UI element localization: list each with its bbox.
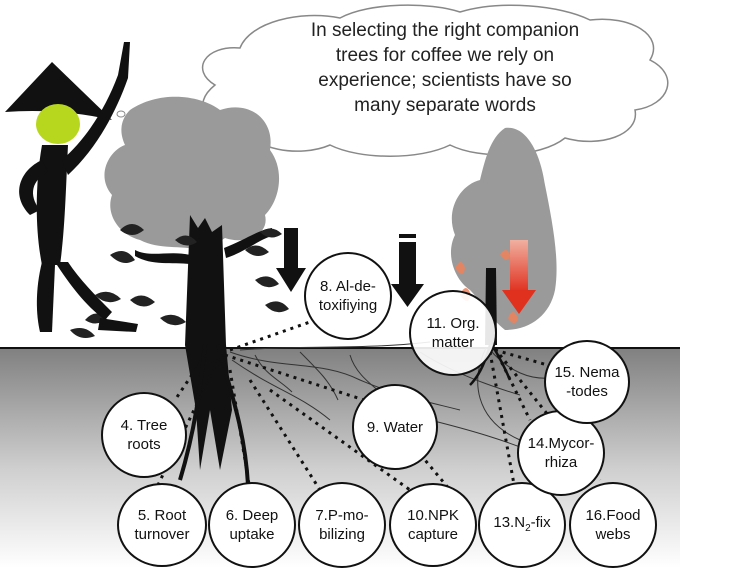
farmer-figure — [5, 42, 138, 332]
node-al-detoxifying-line2: toxifiying — [318, 297, 378, 314]
node-p-mobilizing: 7.P-mo-bilizing — [298, 482, 386, 568]
node-npk-capture-line2: capture — [407, 526, 459, 543]
node-tree-roots-line2: roots — [127, 436, 161, 453]
tree-branch-right — [224, 228, 272, 258]
node-npk-capture-line1: 10.NPK — [407, 507, 459, 524]
node-deep-uptake-line2: uptake — [229, 526, 275, 543]
node-food-webs-line1: 16.Food — [585, 507, 641, 524]
thought-cloud — [202, 4, 669, 157]
node-p-mobilizing-line1: 7.P-mo- — [315, 507, 369, 524]
node-al-detoxifying-line1: 8. Al-de- — [320, 278, 376, 295]
tree-branch-left — [135, 250, 190, 264]
node-n2-fix: 13.N2-fix — [478, 482, 566, 568]
node-nematodes-line2: -todes — [566, 383, 608, 400]
node-food-webs-line2: webs — [595, 526, 631, 543]
node-mycorrhiza: 14.Mycor-rhiza — [517, 410, 605, 496]
node-root-turnover-line1: 5. Root — [137, 507, 187, 524]
node-mycorrhiza-line2: rhiza — [544, 454, 578, 471]
farmer-leg-left — [36, 262, 55, 332]
farmer-hat — [5, 62, 112, 120]
farmer-foot — [98, 318, 138, 332]
rain-arrows — [276, 228, 536, 314]
node-tree-roots: 4. Tree roots — [101, 392, 187, 478]
tree-canopy-right — [450, 127, 557, 330]
node-water: 9. Water — [352, 384, 438, 470]
tree-canopy-left — [104, 96, 280, 250]
node-n2-fix-suffix: -fix — [530, 513, 551, 531]
node-n2-fix-prefix: 13.N — [493, 513, 526, 531]
farmer-arm-hip — [19, 160, 48, 215]
farmer-body — [36, 145, 68, 265]
node-root-turnover-line2: turnover — [134, 526, 190, 543]
thought-line-4: many separate words — [354, 95, 536, 116]
node-deep-uptake-line1: 6. Deep — [225, 507, 279, 524]
node-nematodes: 15. Nema -todes — [544, 340, 630, 424]
node-npk-capture: 10.NPK capture — [389, 483, 477, 567]
thought-bubble-text: In selecting the right companion trees f… — [255, 18, 635, 118]
node-n2-fix-subscript: 2 — [525, 522, 531, 534]
node-organic-matter-line2: matter — [431, 334, 475, 351]
thought-line-2: trees for coffee we rely on — [335, 45, 555, 66]
farmer-face — [36, 104, 80, 144]
node-organic-matter-line1: 11. Org. — [426, 315, 480, 332]
node-p-mobilizing-line2: bilizing — [319, 526, 365, 543]
farmer-arm-raised — [62, 42, 130, 175]
node-tree-roots-line1: 4. Tree — [120, 417, 168, 434]
node-n2-fix-label: 13.N2-fix — [493, 513, 550, 538]
thought-dot-small — [116, 110, 126, 118]
node-nematodes-line1: 15. Nema — [554, 364, 620, 381]
node-organic-matter: 11. Org. matter — [409, 290, 497, 376]
node-deep-uptake: 6. Deep uptake — [208, 482, 296, 568]
node-water-line1: 9. Water — [366, 418, 424, 436]
thought-line-1: In selecting the right companion — [310, 20, 580, 41]
node-food-webs: 16.Food webs — [569, 482, 657, 568]
farmer-leg-right — [55, 262, 112, 320]
node-mycorrhiza-line1: 14.Mycor- — [527, 435, 595, 452]
node-root-turnover: 5. Root turnover — [117, 483, 207, 567]
thought-line-3: experience; scientists have so — [318, 70, 572, 91]
node-al-detoxifying: 8. Al-de-toxifiying — [304, 252, 392, 340]
